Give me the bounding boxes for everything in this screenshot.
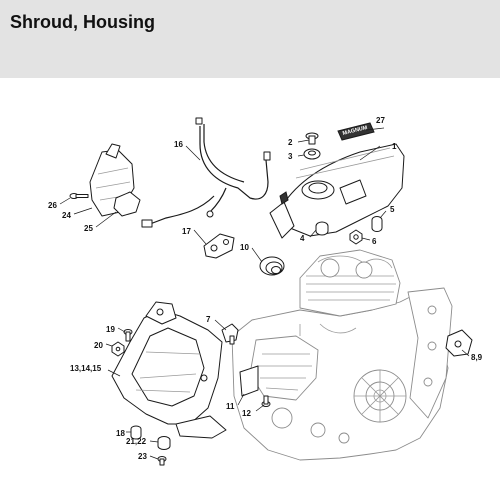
callout-11: 11 [226, 402, 235, 411]
callout-8-9: 8,9 [471, 353, 483, 362]
callout-5: 5 [390, 205, 395, 214]
part-11-plate [239, 365, 259, 397]
callout-3: 3 [288, 152, 293, 161]
callout-27: 27 [376, 116, 385, 125]
part-20-nut [111, 341, 125, 357]
part-6-nut [349, 229, 363, 245]
callout-23: 23 [138, 452, 147, 461]
page-header: Shroud, Housing [0, 0, 500, 78]
part-21-22-bushing [157, 436, 171, 450]
callout-7: 7 [206, 315, 211, 324]
callout-25: 25 [84, 224, 93, 233]
callout-1: 1 [392, 142, 397, 151]
part-23-screw [157, 456, 167, 466]
callout-labels: 27 1 2 3 4 5 6 7 8,9 10 11 12 13,14,15 1… [48, 116, 483, 461]
part-16-wire-harness [141, 117, 271, 228]
part-5-buffer [371, 216, 383, 232]
callout-21-22: 21,22 [126, 437, 147, 446]
callout-13-14-15: 13,14,15 [70, 364, 102, 373]
callout-19: 19 [106, 325, 115, 334]
part-25-block [113, 191, 141, 217]
callout-4: 4 [300, 234, 305, 243]
callout-17: 17 [182, 227, 191, 236]
part-8-9-bracket [445, 329, 473, 357]
part-10-intake-boot [259, 256, 285, 276]
callout-20: 20 [94, 341, 103, 350]
part-7-clip [221, 323, 239, 345]
leader-lines [59, 127, 470, 460]
part-19-screw [123, 329, 133, 342]
page-title: Shroud, Housing [10, 12, 155, 32]
callout-26: 26 [48, 201, 57, 210]
callout-16: 16 [174, 140, 183, 149]
engine-crankcase-ghost [231, 249, 453, 461]
callout-12: 12 [242, 409, 251, 418]
part-2-screw [305, 132, 319, 145]
exploded-parts-diagram: MAGNUM [0, 78, 500, 490]
callout-18: 18 [116, 429, 125, 438]
part-13-14-15-handle-housing [111, 301, 227, 439]
part-17-bracket [203, 233, 235, 259]
part-26-screw [69, 193, 89, 199]
callout-24: 24 [62, 211, 71, 220]
part-1-shroud [269, 143, 405, 239]
part-3-grommet [303, 148, 321, 160]
part-18-buffer [130, 425, 142, 440]
callout-10: 10 [240, 243, 249, 252]
diagram-svg: MAGNUM [48, 116, 483, 466]
callout-6: 6 [372, 237, 377, 246]
callout-2: 2 [288, 138, 293, 147]
part-4-buffer [315, 221, 329, 236]
part-27-decal: MAGNUM [337, 122, 375, 141]
